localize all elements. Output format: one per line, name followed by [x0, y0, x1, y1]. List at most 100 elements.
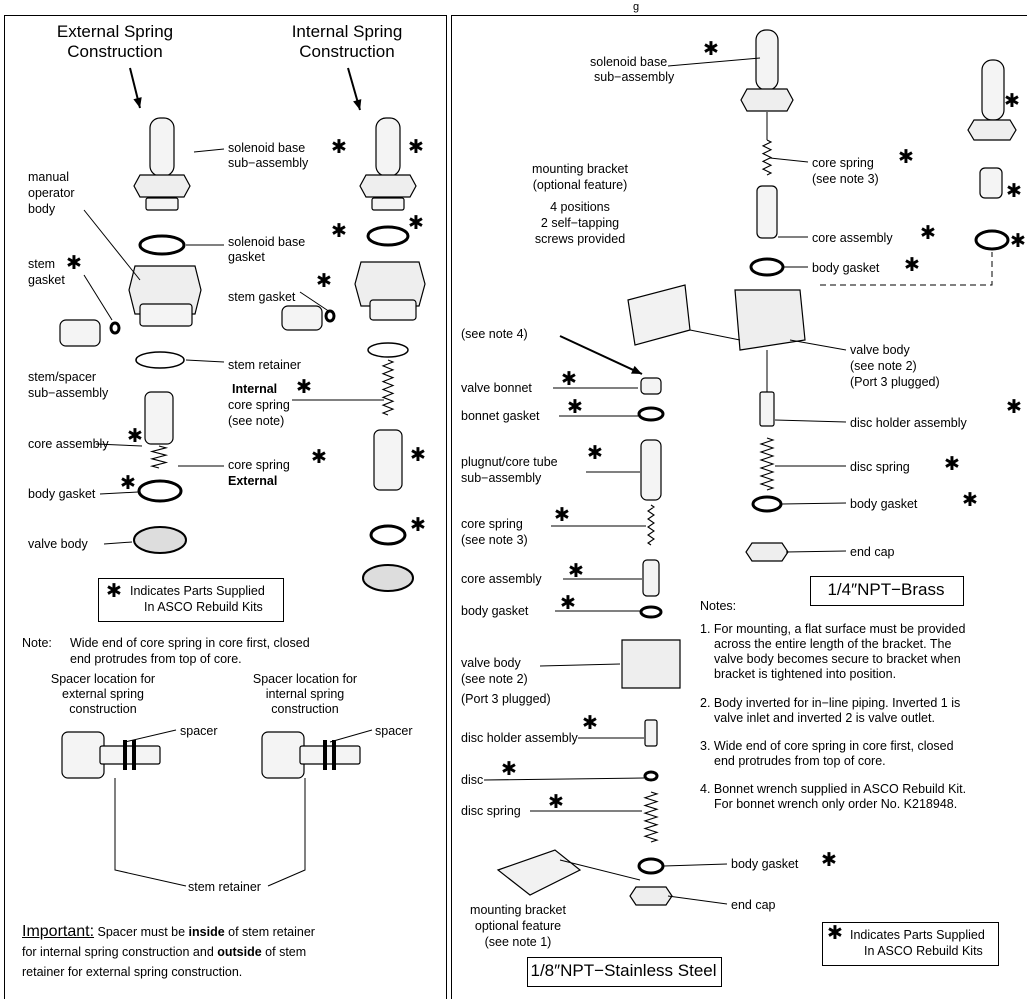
stainless-box-label: 1/8″NPT−Stainless Steel: [530, 961, 717, 980]
r-valve-bonnet: valve bonnet: [461, 381, 532, 395]
important-line-2: for internal spring construction and out…: [22, 945, 307, 959]
r-solenoid-base-2: sub−assembly: [594, 70, 675, 84]
r-asterisk-plugnut: ✱: [587, 443, 603, 464]
int-operator-body: [354, 261, 426, 307]
note1-line2: across the entire length of the bracket.…: [714, 637, 952, 651]
int-solenoid-gasket: [366, 225, 410, 247]
r-valve-body-left-3: (Port 3 plugged): [461, 692, 551, 706]
note2-line2: valve inlet and inverted 2 is valve outl…: [714, 711, 935, 725]
rr-body-gasket: [974, 229, 1010, 251]
int-solenoid-hex: [359, 174, 417, 198]
asterisk-body-gasket-int: ✱: [410, 515, 426, 536]
label-stem-gasket-left-2: gasket: [28, 273, 65, 287]
ext-solenoid-thread: [145, 197, 179, 211]
r-mounting-bracket-4: 2 self−tapping: [540, 216, 620, 230]
r-core-spring-1: core spring: [812, 156, 874, 170]
rr-solenoid-hex: [967, 119, 1017, 141]
asterisk-solenoid-gasket-ext: ✱: [331, 221, 347, 242]
s-core-assembly: [642, 559, 660, 597]
r-disc-holder: [759, 391, 775, 427]
important-line-3: retainer for external spring constructio…: [22, 965, 243, 979]
r-disc-spring: [759, 437, 775, 491]
important-label: Important:: [22, 923, 95, 940]
label-internal-core-spring-2: core spring: [228, 398, 290, 412]
ext-body-gasket: [137, 479, 183, 503]
kits-box-right-line-2: In ASCO Rebuild Kits: [864, 944, 983, 958]
kits-box-right-asterisk: ✱: [827, 923, 843, 944]
r-asterisk-body-gasket-top: ✱: [904, 255, 920, 276]
r-body-gasket-mid: [751, 495, 783, 513]
int-valve-body: [362, 564, 414, 592]
leader-manual-operator: [83, 209, 141, 281]
stem-retainer-leader-right: [267, 778, 306, 887]
ext-solenoid-hex: [133, 174, 191, 198]
s-disc-spring: [643, 791, 659, 843]
int-core-assembly: [373, 429, 403, 491]
spacer-internal-3: construction: [271, 702, 339, 716]
s-body-gasket-bottom: [637, 857, 665, 875]
r-core-spring-left-1: core spring: [461, 517, 523, 531]
stem-retainer-bottom: stem retainer: [188, 880, 261, 894]
right-panel-border: [451, 15, 1027, 999]
r-body-gasket-top: [749, 257, 785, 277]
label-core-spring-external-2: External: [228, 474, 278, 488]
kits-box-left-line-2: In ASCO Rebuild Kits: [144, 600, 263, 614]
r-core-assembly: core assembly: [812, 231, 893, 245]
spacer-int-housing: [261, 731, 305, 779]
ext-valve-body: [133, 526, 187, 554]
s-arrow-note4-shaft: [559, 335, 643, 375]
leader-stem-retainer: [185, 359, 225, 363]
r-mounting-bracket-5: screws provided: [534, 232, 626, 246]
kits-box-left: [98, 578, 284, 622]
asterisk-core-assembly-int: ✱: [410, 445, 426, 466]
label-solenoid-base-2: sub−assembly: [228, 156, 309, 170]
r-mounting-bracket-small-1: mounting bracket: [470, 903, 566, 917]
int-core-spring: [381, 359, 395, 416]
r-valve-body-left-1: valve body: [461, 656, 521, 670]
note-line-1: Wide end of core spring in core first, c…: [70, 636, 310, 650]
label-solenoid-gasket-1: solenoid base: [228, 235, 306, 249]
r-asterisk-core-spring: ✱: [898, 147, 914, 168]
r-valve-body-3: (Port 3 plugged): [850, 375, 940, 389]
r-asterisk-disc: ✱: [501, 759, 517, 780]
r-body-gasket-top: body gasket: [812, 261, 880, 275]
int-solenoid-thread: [371, 197, 405, 211]
spacer-int-stem: [299, 745, 361, 765]
important-line-1: Important: Spacer must be inside of stem…: [22, 923, 315, 940]
s-disc-holder: [644, 719, 658, 747]
brass-box: [810, 576, 964, 606]
label-stem-gasket-right: stem gasket: [228, 290, 296, 304]
r-asterisk-valve-bonnet: ✱: [561, 369, 577, 390]
r-asterisk-far-1: ✱: [1004, 91, 1020, 112]
asterisk-body-gasket-ext: ✱: [120, 473, 136, 494]
r-leader-body-gasket-mid: [781, 502, 847, 505]
r-end-cap-top: end cap: [850, 545, 895, 559]
ext-stem-retainer: [135, 351, 185, 369]
left-panel-border: [4, 15, 447, 999]
r-valve-body: [734, 289, 806, 351]
r-plugnut-2: sub−assembly: [461, 471, 542, 485]
asterisk-stem-gasket-left: ✱: [66, 253, 82, 274]
ext-solenoid-tube: [149, 117, 175, 177]
r-asterisk-disc-holder: ✱: [1006, 397, 1022, 418]
r-bonnet-gasket: bonnet gasket: [461, 409, 540, 423]
r-valve-body-left-2: (see note 2): [461, 672, 528, 686]
r-end-cap: [745, 542, 789, 562]
spacer-internal-1: Spacer location for: [252, 672, 358, 686]
ext-operator-body: [128, 265, 202, 315]
notes-title: Notes:: [700, 599, 737, 613]
s-bonnet-gasket: [637, 406, 665, 422]
s-core-spring: [647, 504, 655, 546]
ext-stem-spacer: [59, 319, 101, 347]
asterisk-solenoid-base-ext: ✱: [331, 137, 347, 158]
r-valve-body-1: valve body: [850, 343, 910, 357]
ext-core-assembly: [144, 391, 174, 445]
r-disc: disc: [461, 773, 484, 787]
asterisk-core-spring-ext: ✱: [311, 447, 327, 468]
r-asterisk-far-3: ✱: [1010, 231, 1026, 252]
stem-retainer-leader-left: [114, 778, 187, 887]
r-asterisk-far-2: ✱: [1006, 181, 1022, 202]
r-core-assembly: [756, 185, 778, 239]
title-external-2: Construction: [67, 42, 163, 61]
